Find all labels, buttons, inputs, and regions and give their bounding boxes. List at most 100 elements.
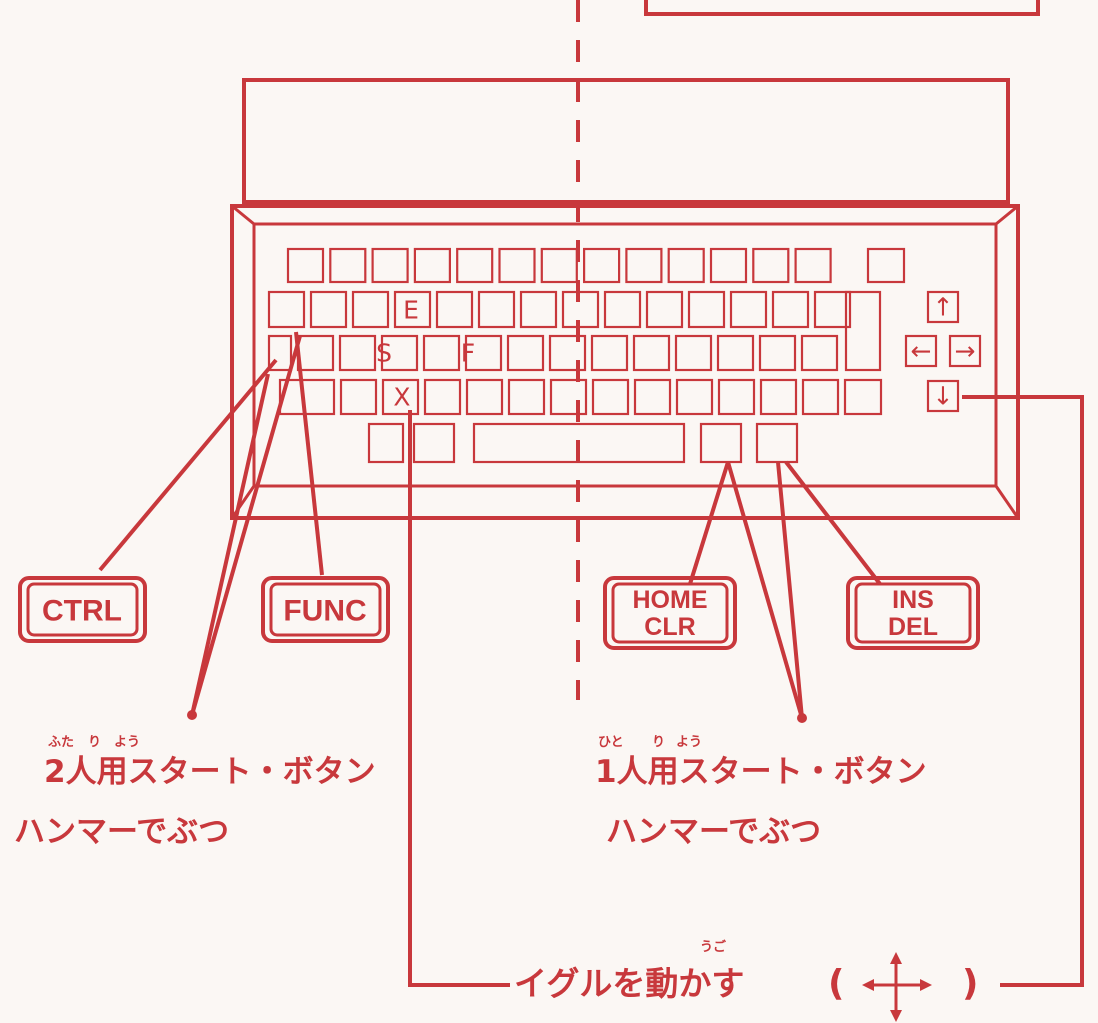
ruby-hito: ひと bbox=[598, 735, 624, 750]
ctrl-label: CTRL bbox=[42, 595, 122, 628]
screen-frame bbox=[242, 78, 1010, 204]
key bbox=[687, 290, 726, 329]
key bbox=[813, 290, 852, 329]
key bbox=[591, 378, 630, 416]
key-s-label: S bbox=[376, 339, 392, 368]
key bbox=[381, 378, 420, 416]
key bbox=[603, 290, 642, 329]
key bbox=[866, 247, 906, 284]
func-label: FUNC bbox=[283, 595, 366, 628]
paren-close: ) bbox=[962, 963, 978, 1004]
key bbox=[540, 247, 578, 284]
del-label: DEL bbox=[888, 613, 938, 641]
paren-open: ( bbox=[828, 963, 844, 1004]
key bbox=[801, 378, 840, 416]
move-label-group: うご イグルを動かす ( ) bbox=[514, 939, 978, 1022]
func-leader bbox=[294, 331, 324, 576]
key bbox=[477, 290, 516, 329]
key bbox=[498, 247, 536, 284]
one-player-start-label: 1人用スタート・ボタン bbox=[595, 754, 927, 790]
key bbox=[296, 334, 335, 372]
key bbox=[423, 378, 462, 416]
leader-lines bbox=[98, 331, 1084, 987]
key bbox=[675, 378, 714, 416]
key-e: E bbox=[403, 296, 419, 325]
key bbox=[412, 422, 456, 464]
key bbox=[716, 334, 755, 372]
key-x: X bbox=[393, 383, 410, 412]
key bbox=[339, 378, 378, 416]
key-f: F bbox=[461, 339, 475, 368]
home-leader bbox=[688, 461, 730, 585]
ruby-futa: ふた bbox=[48, 735, 74, 750]
key bbox=[752, 247, 790, 284]
key bbox=[507, 378, 546, 416]
key bbox=[771, 290, 810, 329]
key bbox=[506, 334, 545, 372]
key bbox=[729, 290, 768, 329]
key-f-label: F bbox=[461, 339, 475, 368]
key bbox=[456, 247, 494, 284]
clr-label: CLR bbox=[644, 613, 695, 641]
key bbox=[667, 247, 705, 284]
key bbox=[582, 247, 621, 284]
ins-leader bbox=[784, 460, 882, 586]
move-leader-left bbox=[408, 410, 510, 987]
key bbox=[717, 378, 756, 416]
key bbox=[422, 334, 461, 372]
home-clr-callout: HOME CLR bbox=[603, 576, 737, 650]
key bbox=[674, 334, 713, 372]
key-space bbox=[472, 422, 686, 464]
key bbox=[351, 290, 390, 329]
arrow-right-icon: → bbox=[955, 337, 976, 366]
key-e-label: E bbox=[403, 296, 419, 325]
hammer-label-left: ハンマーでぶつ bbox=[14, 814, 229, 850]
arrow-down-key bbox=[926, 379, 960, 413]
move-leader-right bbox=[962, 395, 1084, 987]
arrow-up-key bbox=[926, 290, 960, 324]
key bbox=[794, 247, 832, 284]
key-s: S bbox=[376, 339, 392, 368]
key bbox=[393, 290, 432, 329]
key bbox=[371, 247, 409, 284]
key bbox=[329, 247, 367, 284]
key bbox=[519, 290, 558, 329]
key bbox=[380, 334, 419, 372]
key bbox=[286, 247, 325, 284]
ctrl-leader bbox=[98, 358, 278, 572]
func-callout: FUNC bbox=[261, 576, 390, 643]
one-player-leader-b bbox=[776, 461, 804, 719]
ruby-ugo: うご bbox=[700, 939, 727, 955]
key bbox=[367, 422, 405, 464]
ruby-you-right: よう bbox=[676, 735, 702, 750]
key-return bbox=[844, 290, 882, 372]
hammer-label-right: ハンマーでぶつ bbox=[606, 814, 821, 850]
two-player-label-group: ふた り よう 2人用スタート・ボタン ハンマーでぶつ bbox=[14, 735, 376, 850]
key-grid bbox=[267, 247, 906, 464]
key bbox=[465, 378, 504, 416]
key bbox=[800, 334, 839, 372]
key bbox=[625, 247, 663, 284]
top-box-fragment bbox=[644, 0, 1040, 16]
two-player-leader-a bbox=[190, 373, 270, 716]
cross-arrow-icon bbox=[862, 952, 932, 1022]
key bbox=[464, 334, 503, 372]
key-x-label: X bbox=[393, 383, 410, 412]
arrow-key-cluster: ↑ ← → ↓ bbox=[904, 290, 982, 413]
arrow-down-icon: ↓ bbox=[933, 382, 954, 411]
two-player-start-label: 2人用スタート・ボタン bbox=[44, 754, 376, 790]
key bbox=[699, 422, 743, 464]
key bbox=[338, 334, 377, 372]
key bbox=[413, 247, 451, 284]
key bbox=[267, 290, 306, 329]
key bbox=[267, 334, 293, 372]
two-player-dot bbox=[187, 710, 197, 720]
one-player-label-group: ひと り よう 1人用スタート・ボタン ハンマーでぶつ bbox=[595, 735, 927, 850]
key bbox=[309, 290, 348, 329]
arrow-left-icon: ← bbox=[911, 337, 932, 366]
key bbox=[633, 378, 672, 416]
key bbox=[759, 378, 798, 416]
key bbox=[549, 378, 588, 416]
arrow-up-icon: ↑ bbox=[933, 293, 954, 322]
